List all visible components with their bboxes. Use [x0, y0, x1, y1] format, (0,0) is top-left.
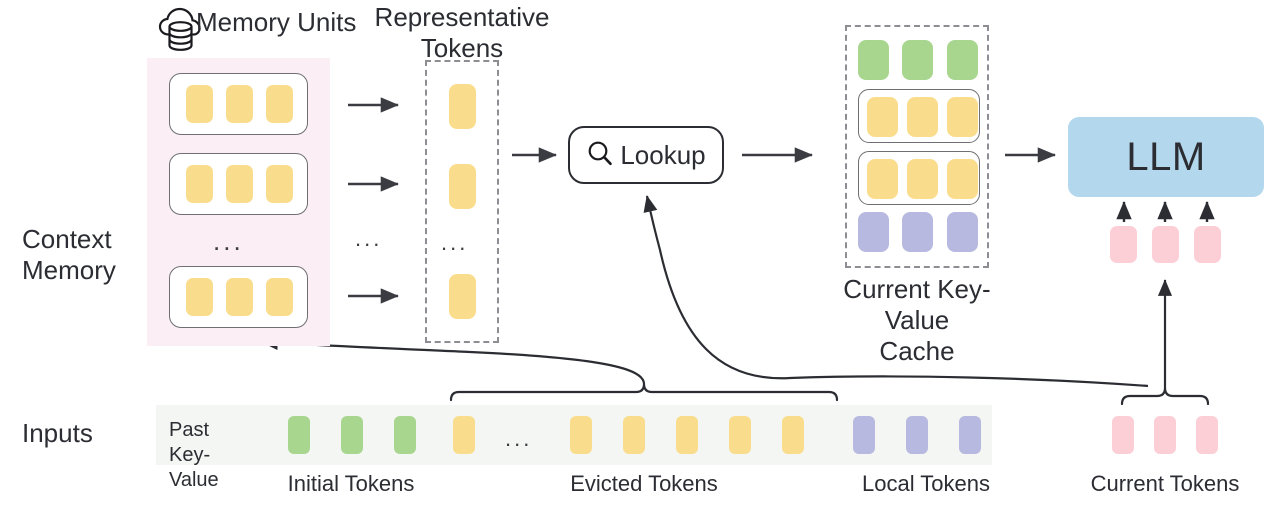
input-token-evicted	[782, 416, 804, 454]
input-token-initial	[288, 416, 310, 454]
llm-input-token	[1194, 226, 1221, 263]
kv-token-retrieved	[947, 97, 978, 137]
representative-tokens-box: ...	[425, 60, 499, 343]
llm-input-token	[1152, 226, 1179, 263]
magnifier-icon	[586, 139, 614, 172]
memory-unit-2[interactable]	[169, 153, 308, 215]
input-token-initial	[341, 416, 363, 454]
kv-row-retrieved-1	[858, 89, 980, 143]
kv-row-retrieved-2	[858, 151, 980, 205]
memory-unit-3[interactable]	[169, 266, 308, 328]
context-memory-panel: ...	[147, 58, 330, 346]
heading-memory-units: Memory Units	[196, 7, 357, 37]
cloud-database-icon	[158, 7, 202, 53]
brace-current-tokens	[1120, 387, 1210, 406]
kv-row-initial	[858, 40, 978, 85]
input-token-local	[906, 416, 928, 454]
lookup-button[interactable]: Lookup	[568, 126, 724, 184]
current-kv-cache-box	[845, 25, 989, 268]
memory-unit-1[interactable]	[169, 73, 308, 135]
caption-initial-tokens: Initial Tokens	[287, 471, 415, 496]
kv-token-local	[858, 212, 889, 252]
memory-token	[266, 165, 293, 203]
memory-token	[186, 278, 213, 316]
arrow-column-ellipsis: ...	[355, 226, 383, 251]
input-token-local	[959, 416, 981, 454]
kv-token-local	[902, 212, 934, 252]
heading-representative-tokens: Representative Tokens	[374, 2, 550, 63]
past-key-value-label: Past Key-Value	[169, 419, 219, 491]
representative-token	[449, 84, 476, 129]
input-token-initial	[394, 416, 416, 454]
kv-token-retrieved	[907, 159, 938, 199]
kv-token-initial	[858, 40, 889, 80]
memory-token	[226, 278, 253, 316]
caption-evicted-tokens: Evicted Tokens	[570, 471, 718, 496]
kv-token-retrieved	[867, 97, 898, 137]
kv-token-retrieved	[947, 159, 978, 199]
llm-input-token	[1110, 226, 1137, 263]
memory-token	[226, 165, 253, 203]
row-label-context-memory: Context Memory	[22, 224, 116, 285]
input-token-current	[1196, 416, 1218, 454]
memory-units-ellipsis: ...	[213, 226, 244, 256]
caption-current-tokens: Current Tokens	[1090, 471, 1240, 496]
brace-evicted-tokens	[449, 383, 839, 402]
kv-token-retrieved	[907, 97, 938, 137]
input-token-evicted	[676, 416, 698, 454]
row-label-inputs: Inputs	[22, 418, 93, 448]
input-token-evicted	[623, 416, 645, 454]
kv-token-local	[946, 212, 978, 252]
memory-token	[186, 165, 213, 203]
memory-token	[266, 278, 293, 316]
arrow-evicted-to-context-memory	[261, 335, 646, 385]
input-token-evicted	[453, 416, 475, 454]
input-token-evicted	[729, 416, 751, 454]
input-token-local	[853, 416, 875, 454]
representative-tokens-ellipsis: ...	[441, 230, 469, 255]
kv-token-retrieved	[867, 159, 898, 199]
memory-token	[226, 85, 253, 123]
llm-label: LLM	[1126, 134, 1206, 179]
kv-row-local	[858, 212, 978, 257]
memory-token	[186, 85, 213, 123]
kv-token-initial	[902, 40, 934, 80]
input-evicted-ellipsis: ...	[505, 426, 533, 451]
representative-token	[449, 164, 476, 209]
lookup-label: Lookup	[620, 139, 706, 170]
caption-local-tokens: Local Tokens	[861, 471, 990, 496]
input-token-current	[1154, 416, 1176, 454]
caption-current-kv-cache: Current Key-Value Cache	[843, 274, 991, 366]
llm-block[interactable]: LLM	[1068, 117, 1264, 197]
memory-token	[266, 85, 293, 123]
representative-token	[449, 274, 476, 319]
kv-token-initial	[946, 40, 978, 80]
input-token-current	[1112, 416, 1134, 454]
input-token-evicted	[570, 416, 592, 454]
